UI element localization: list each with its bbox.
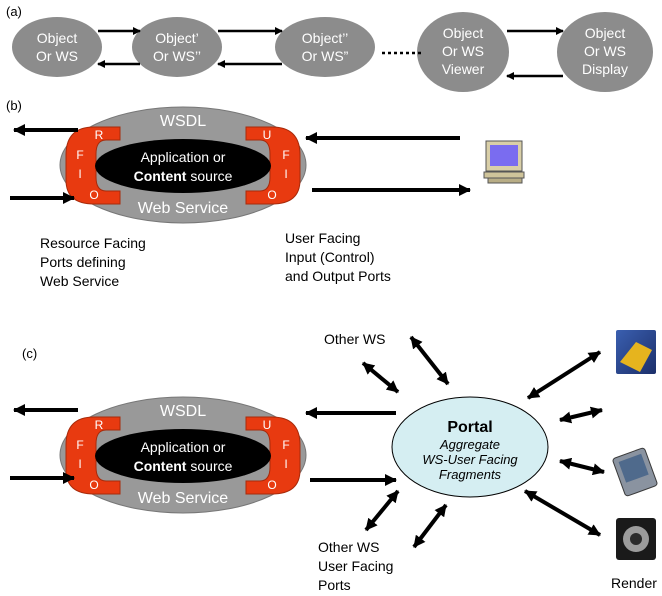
node-object-prime: Object’ Or WS’’ — [132, 17, 222, 77]
app-rest: source — [186, 168, 232, 184]
port-i: I — [78, 457, 81, 471]
app-line1: Application or — [141, 149, 226, 165]
node-label-2: Or WS’’ — [153, 48, 201, 64]
port-u: U — [263, 418, 272, 432]
port-u: U — [263, 128, 272, 142]
node-label-1: Object — [585, 25, 626, 41]
other-ws-top: Other WS — [324, 331, 385, 347]
portal: Portal Aggregate WS-User Facing Fragment… — [391, 396, 549, 498]
node-label-2: Or WS — [584, 43, 626, 59]
computer-icon — [483, 140, 525, 184]
other-ws-bottom-2: User Facing — [318, 558, 393, 574]
resource-port-left — [65, 126, 121, 205]
port-i: I — [284, 457, 287, 471]
port-o: O — [89, 188, 98, 202]
port-f: F — [76, 438, 83, 452]
node-label-3: Display — [582, 61, 628, 77]
app-rest: source — [186, 458, 232, 474]
panel-b-arrows — [10, 124, 471, 204]
svg-text:Content source: Content source — [134, 168, 233, 184]
node-label-1: Object — [37, 30, 78, 46]
port-i: I — [284, 167, 287, 181]
panel-a-label: (a) — [6, 4, 22, 19]
node-label-1: Object — [443, 25, 484, 41]
node-label-1: Object’ — [155, 30, 199, 46]
port-r: R — [95, 418, 104, 432]
caption-left-2: Ports defining — [40, 254, 126, 270]
port-f: F — [282, 438, 289, 452]
other-ws-bottom-1: Other WS — [318, 539, 379, 555]
app-bold: Content — [134, 168, 187, 184]
panel-c-label: (c) — [22, 346, 37, 361]
wsdl-label: WSDL — [160, 403, 206, 420]
port-f: F — [282, 148, 289, 162]
port-i: I — [78, 167, 81, 181]
web-service-b: WSDL Application or Content source Web S… — [59, 106, 307, 224]
caption-right-2: Input (Control) — [285, 249, 374, 265]
port-o: O — [267, 188, 276, 202]
port-r: R — [95, 128, 104, 142]
node-label-2: Or WS — [442, 43, 484, 59]
caption-right-1: User Facing — [285, 230, 360, 246]
render-label: Render — [611, 575, 657, 591]
node-label-1: Object’’ — [302, 30, 348, 46]
camera-icon — [616, 518, 656, 560]
node-object-double-prime: Object’’ Or WS” — [275, 17, 375, 77]
caption-left-1: Resource Facing — [40, 235, 146, 251]
resource-port-left — [65, 416, 121, 495]
pda-icon — [616, 330, 656, 374]
wsdl-label: WSDL — [160, 113, 206, 130]
node-display: Object Or WS Display — [557, 12, 653, 92]
node-label-2: Or WS — [36, 48, 78, 64]
portal-title: Portal — [447, 419, 492, 436]
user-port-right — [245, 126, 301, 205]
app-line1: Application or — [141, 439, 226, 455]
node-object-ws: Object Or WS — [12, 17, 102, 77]
caption-right-3: and Output Ports — [285, 268, 391, 284]
node-label-2: Or WS” — [302, 48, 349, 64]
tablet-icon — [612, 447, 658, 497]
portal-line1: Aggregate — [439, 437, 500, 452]
web-service-label: Web Service — [138, 490, 229, 507]
panel-a-arrows — [97, 27, 564, 80]
node-viewer: Object Or WS Viewer — [417, 12, 509, 92]
node-label-3: Viewer — [442, 61, 485, 77]
web-service-c: WSDL Application or Content source Web S… — [59, 396, 307, 514]
port-o: O — [267, 478, 276, 492]
portal-line2: WS-User Facing — [422, 452, 518, 467]
portal-line3: Fragments — [439, 467, 502, 482]
app-bold: Content — [134, 458, 187, 474]
web-service-label: Web Service — [138, 200, 229, 217]
caption-left-3: Web Service — [40, 273, 119, 289]
svg-text:Content source: Content source — [134, 458, 233, 474]
user-port-right — [245, 416, 301, 495]
panel-b-label: (b) — [6, 98, 22, 113]
port-o: O — [89, 478, 98, 492]
other-ws-bottom-3: Ports — [318, 577, 351, 593]
port-f: F — [76, 148, 83, 162]
panel-c-arrows — [10, 335, 605, 549]
